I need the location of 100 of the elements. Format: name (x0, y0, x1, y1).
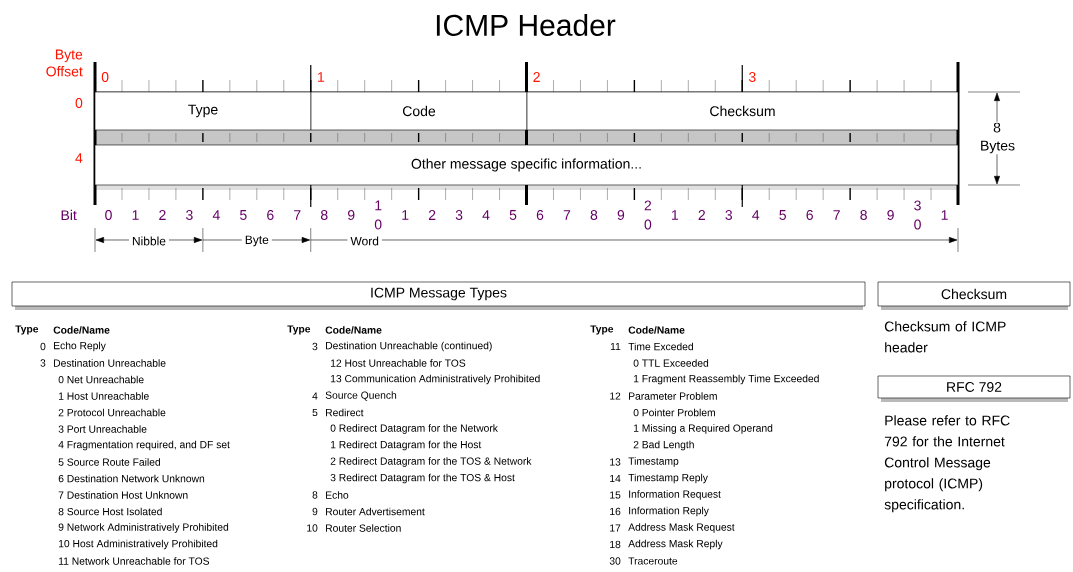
bit-number: 5 (509, 210, 517, 220)
bit-number: 9 (617, 210, 625, 220)
type-number: 10 (307, 524, 318, 532)
type-number: 12 (610, 392, 621, 400)
bit-number: 3 (186, 210, 193, 220)
type-number: 3 (40, 359, 46, 367)
bit-number: 8 (320, 210, 328, 220)
code-name: 5 Source Route Failed (58, 458, 160, 466)
code-name: 1 Host Unreachable (59, 392, 149, 400)
bit-number: 2 (159, 210, 166, 220)
field-box: Checksum (526, 91, 959, 131)
byte-number: 2 (533, 72, 540, 82)
message-name: Information Request (629, 490, 721, 500)
bit-number: 7 (833, 210, 840, 220)
title: ICMP Header (436, 14, 616, 36)
message-name: Address Mask Request (628, 523, 735, 533)
dimension-label: Byte (241, 234, 272, 248)
message-name: Address Mask Reply (628, 539, 723, 550)
bit-number: 1 (132, 210, 139, 220)
bit-number: 6 (806, 210, 813, 220)
code-name: 4 Fragmentation required, and DF set (58, 440, 230, 451)
code-name: 3 Port Unreachable (58, 425, 147, 433)
message-name: Traceroute (628, 557, 678, 565)
message-name: Router Selection (326, 524, 401, 532)
type-number: 13 (610, 458, 621, 466)
message-name: Timestamp Reply (628, 473, 708, 484)
message-name: Router Advertisement (326, 507, 425, 516)
code-name: 1 Fragment Reassembly Time Exceeded (634, 374, 819, 385)
type-number: 8 (312, 491, 318, 499)
bit-number: 3 0 (914, 200, 921, 230)
code-name: 2 Protocol Unreachable (58, 408, 166, 417)
message-name: Information Reply (629, 506, 709, 517)
bit-number: 9 (887, 210, 894, 220)
column-header: Type (287, 325, 311, 335)
bit-number: 1 (402, 210, 409, 220)
type-number: 17 (610, 524, 621, 532)
byte-number: 1 (318, 72, 325, 82)
code-name: 8 Source Host Isolated (58, 507, 162, 516)
message-name: Echo Reply (54, 341, 106, 352)
code-name: 13 Communication Administratively Prohibited (331, 374, 540, 385)
code-name: 7 Destination Host Unknown (58, 491, 188, 499)
bit-number: 7 (294, 210, 301, 220)
description-text: Checksum of ICMP header (884, 321, 1006, 353)
type-number: 14 (610, 474, 621, 483)
bit-number: 0 (105, 210, 112, 220)
axis-title: Bit (61, 209, 77, 221)
bit-number: 6 (536, 210, 544, 220)
code-name: 9 Network Administratively Prohibited (58, 523, 229, 533)
type-number: 18 (610, 540, 621, 549)
message-name: Time Exceded (628, 342, 693, 351)
field-box: Other message specific information... (94, 144, 959, 186)
code-name: 1 Redirect Datagram for the Host (331, 440, 482, 451)
description-text: Please refer to RFC 792 for the Internet Control Message protocol (ICMP) specification. (884, 415, 1010, 513)
bit-number: 1 0 (374, 200, 382, 230)
bit-number: 5 (240, 210, 247, 220)
bit-number: 2 0 (644, 200, 652, 230)
message-name: Parameter Problem (629, 392, 717, 400)
bit-number: 5 (779, 210, 786, 220)
type-number: 11 (610, 342, 621, 351)
bit-number: 3 (725, 210, 733, 220)
bit-number: 1 (941, 210, 948, 220)
bit-number: 8 (860, 210, 867, 220)
bit-number: 4 (752, 210, 760, 220)
column-header: Code/Name (628, 326, 685, 334)
header-bar: ICMP Message Types (11, 281, 866, 310)
dimension-label: 8 Bytes (979, 121, 1015, 155)
code-name: 6 Destination Network Unknown (58, 474, 205, 483)
bit-number: 7 (563, 210, 571, 220)
type-number: 4 (312, 392, 318, 400)
type-number: 3 (312, 342, 318, 351)
message-name: Destination Unreachable (54, 359, 166, 367)
code-name: 3 Redirect Datagram for the TOS & Host (330, 473, 515, 484)
code-name: 1 Missing a Required Operand (634, 424, 773, 434)
message-name: Timestamp (628, 457, 679, 467)
code-name: 2 Bad Length (633, 440, 694, 451)
dimension-label: Word (347, 235, 382, 247)
code-name: 0 Pointer Problem (633, 408, 715, 417)
offset-number: 0 (75, 98, 83, 108)
bit-number: 2 (698, 210, 705, 220)
field-box: Code (310, 91, 528, 131)
bit-number: 8 (590, 210, 598, 220)
code-name: 0 TTL Exceeded (633, 359, 709, 367)
code-name: 10 Host Administratively Prohibited (59, 539, 218, 550)
bit-number: 4 (482, 210, 490, 220)
column-header: Code/Name (53, 326, 110, 334)
message-name: Destination Unreachable (continued) (326, 341, 492, 352)
bit-number: 4 (212, 210, 220, 220)
type-number: 5 (312, 408, 318, 417)
column-header: Type (15, 325, 39, 335)
type-number: 16 (610, 507, 621, 516)
code-name: 0 Net Unreachable (58, 375, 144, 384)
header-bar: Checksum (877, 281, 1071, 310)
field-box: Type (94, 91, 312, 131)
type-number: 30 (609, 557, 621, 565)
message-name: Redirect (326, 408, 364, 417)
header-bar: RFC 792 (877, 375, 1071, 402)
message-name: Source Quench (325, 391, 397, 401)
offset-number: 4 (75, 153, 83, 163)
column-header: Code/Name (325, 326, 382, 334)
code-name: 2 Redirect Datagram for the TOS & Network (330, 457, 532, 467)
